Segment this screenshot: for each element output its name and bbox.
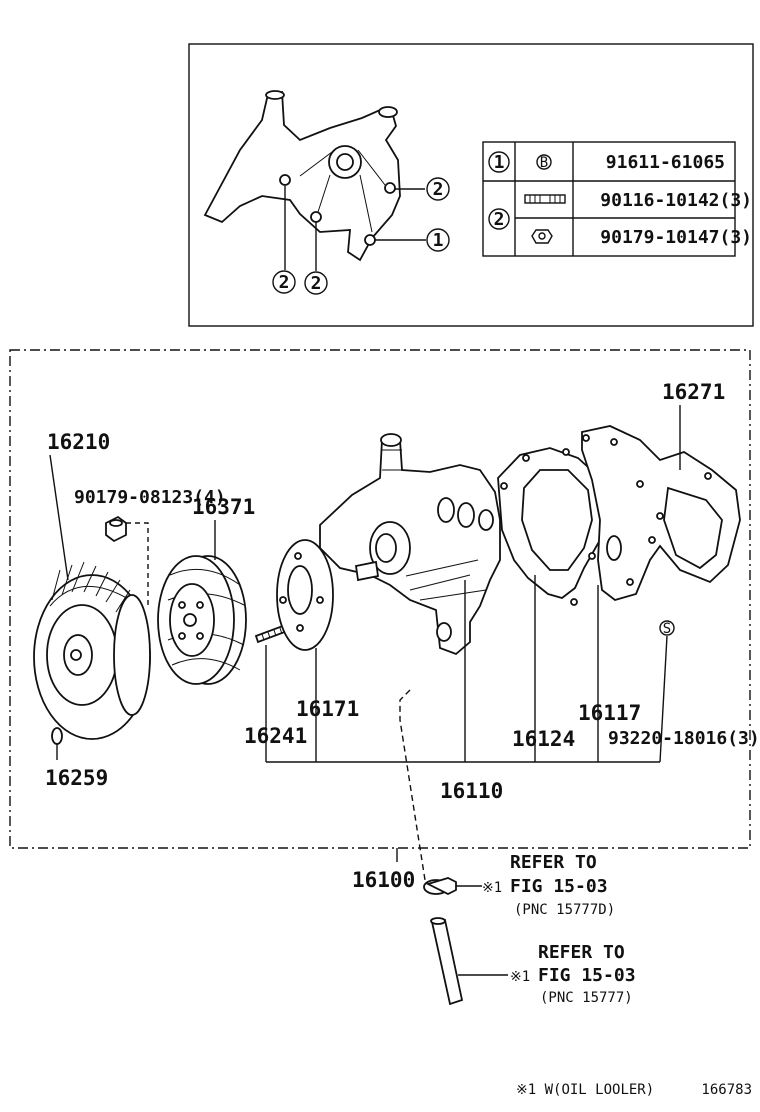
- fan-clutch-drawing: [33, 561, 151, 740]
- label-16110: 16110: [440, 779, 503, 803]
- ref2-mark: ※1: [510, 969, 530, 985]
- callout-2-right: [426, 177, 450, 201]
- stud-bolt-icon: [524, 194, 566, 204]
- table-part-no-1: 91611-61065: [606, 152, 725, 173]
- label-16117: 16117: [578, 701, 641, 725]
- label-16124: 16124: [512, 727, 575, 751]
- callout-2-bottom-left-label: 2: [279, 272, 290, 293]
- seal-symbol-icon: [659, 620, 675, 636]
- bolt-head-icon: [536, 154, 552, 170]
- label-90179-08123: 90179-08123(4): [74, 487, 226, 508]
- gasket-drawing: [497, 447, 607, 606]
- inset-pump-drawing: [203, 90, 401, 262]
- ref1-line2: FIG 15-03: [510, 876, 608, 897]
- plate-drawing: [581, 425, 741, 601]
- label-16271: 16271: [662, 380, 725, 404]
- label-16100: 16100: [352, 868, 415, 892]
- callout-1-label: 1: [433, 230, 444, 251]
- inset-parts-table: 1 2 B 91611-61065 90116-10142(3) 90179-1…: [482, 141, 752, 257]
- bolt-symbol-label: B: [540, 155, 548, 171]
- label-16171: 16171: [296, 697, 359, 721]
- pulley-drawing: [157, 555, 247, 685]
- label-16241: 16241: [244, 724, 307, 748]
- table-part-no-2: 90116-10142(3): [600, 190, 752, 211]
- nut-90179-08123-drawing: [105, 515, 127, 543]
- diagram-number: 166783: [701, 1082, 752, 1098]
- fan-hub-drawing: [276, 539, 334, 651]
- callout-1: [426, 228, 450, 252]
- table-part-no-3: 90179-10147(3): [600, 227, 752, 248]
- ref2-line1: REFER TO: [538, 942, 625, 963]
- ref2-pnc: (PNC 15777): [540, 990, 633, 1006]
- label-93220-18016: 93220-18016(3): [608, 728, 760, 749]
- elbow-fitting-drawing: [423, 877, 457, 896]
- callout-2-right-label: 2: [433, 179, 444, 200]
- main-assembly-boundary: [9, 349, 751, 849]
- label-16371: 16371: [192, 495, 255, 519]
- label-16259: 16259: [45, 766, 108, 790]
- label-16210: 16210: [47, 430, 110, 454]
- callout-2-bottom-right-label: 2: [311, 273, 322, 294]
- ref1-pnc: (PNC 15777D): [514, 902, 615, 918]
- seal-symbol-label: S: [663, 621, 671, 637]
- water-pump-drawing: [319, 433, 501, 656]
- table-ref-1: 1: [494, 152, 505, 173]
- ref1-mark: ※1: [482, 880, 502, 896]
- bolt-16259-drawing: [51, 727, 63, 760]
- footer-note: ※1 W(OIL LOOLER): [516, 1082, 654, 1098]
- nut-icon: [531, 229, 553, 244]
- table-ref-2: 2: [494, 209, 505, 230]
- inset-panel: 2 1 2 2 1 2 B: [188, 43, 754, 327]
- callout-2-bottom-right: [304, 271, 328, 295]
- ref1-line1: REFER TO: [510, 852, 597, 873]
- callout-2-bottom-left: [272, 270, 296, 294]
- pipe-drawing: [430, 917, 464, 1006]
- ref2-line2: FIG 15-03: [538, 965, 636, 986]
